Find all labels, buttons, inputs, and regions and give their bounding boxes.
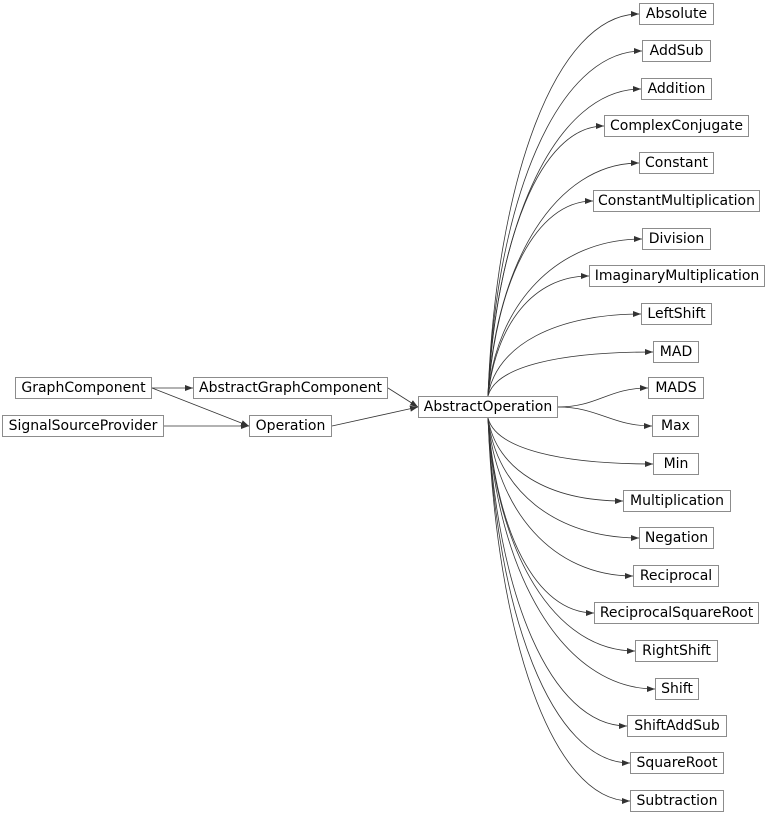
- edge-operation-abstractoperation: [331, 405, 419, 427]
- edge-abstractoperation-reciprocal: [487, 417, 634, 579]
- node-division: Division: [642, 228, 711, 250]
- node-signal-source-provider: SignalSourceProvider: [2, 415, 164, 437]
- node-shift: Shift: [655, 678, 699, 700]
- edge-abstractoperation-negation: [487, 417, 640, 541]
- node-imaginarymultiplication: ImaginaryMultiplication: [589, 265, 765, 287]
- edge-abstractoperation-mad: [487, 349, 654, 397]
- edge-abstractoperation-multiplication: [487, 417, 624, 504]
- edge-abstractoperation-leftshift: [487, 311, 642, 397]
- edge-abstractoperation-addsub: [487, 48, 643, 397]
- node-abstract-operation: AbstractOperation: [418, 396, 558, 418]
- node-subtraction: Subtraction: [630, 790, 724, 812]
- node-complexconjugate: ComplexConjugate: [604, 115, 749, 137]
- node-graph-component: GraphComponent: [15, 377, 152, 399]
- node-constant: Constant: [639, 152, 714, 174]
- edge-abstractoperation-max: [557, 406, 653, 429]
- node-reciprocalsquareroot: ReciprocalSquareRoot: [594, 602, 759, 624]
- node-operation: Operation: [249, 415, 332, 437]
- node-rightshift: RightShift: [635, 640, 718, 662]
- edge-abstractoperation-squareroot: [487, 417, 631, 766]
- node-shiftaddsub: ShiftAddSub: [627, 715, 727, 737]
- edge-abstractoperation-complexconjugate: [487, 123, 605, 397]
- node-mads: MADS: [648, 377, 704, 399]
- node-squareroot: SquareRoot: [630, 752, 724, 774]
- node-negation: Negation: [639, 527, 714, 549]
- edge-abstractoperation-shift: [487, 417, 656, 692]
- edge-abstractoperation-division: [487, 236, 643, 397]
- edge-abstractoperation-imaginarymultiplication: [487, 273, 590, 397]
- edge-abstractgraphcomponent-abstractoperation: [387, 387, 419, 408]
- edge-abstractoperation-shiftaddsub: [487, 417, 628, 729]
- node-abstract-graph-component: AbstractGraphComponent: [193, 377, 388, 399]
- node-leftshift: LeftShift: [641, 303, 712, 325]
- node-constantmultiplication: ConstantMultiplication: [593, 190, 760, 212]
- edge-abstractoperation-reciprocalsquareroot: [487, 417, 595, 616]
- node-addsub: AddSub: [642, 40, 711, 62]
- node-reciprocal: Reciprocal: [633, 565, 719, 587]
- node-min: Min: [653, 453, 699, 475]
- node-absolute: Absolute: [639, 3, 714, 25]
- node-max: Max: [652, 415, 699, 437]
- edge-abstractoperation-mads: [557, 385, 649, 408]
- edge-abstractoperation-constantmultiplication: [487, 198, 594, 397]
- node-mad: MAD: [653, 341, 699, 363]
- node-addition: Addition: [641, 78, 712, 100]
- edge-abstractoperation-min: [487, 417, 654, 467]
- node-multiplication: Multiplication: [623, 490, 731, 512]
